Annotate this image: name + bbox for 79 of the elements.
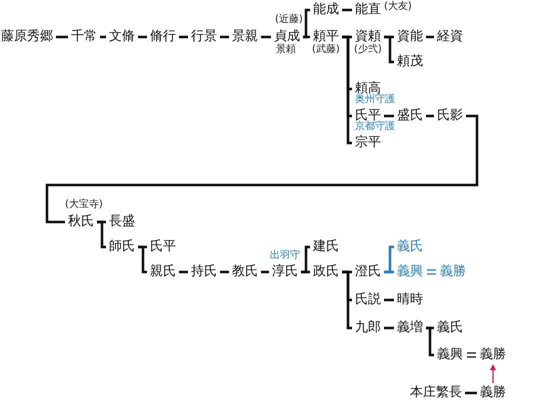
- lineage-line: [138, 36, 147, 38]
- lineage-line: [426, 114, 434, 118]
- annotation-text: (少弐): [354, 44, 382, 56]
- adoption-double-line: [466, 352, 477, 358]
- lineage-line: [261, 36, 271, 38]
- person-name: 淳氏: [272, 264, 298, 280]
- lineage-line: [138, 246, 147, 274]
- annotation-text: (武藤): [312, 44, 340, 56]
- person-name: 氏影: [437, 108, 463, 124]
- person-name: 千常: [71, 29, 97, 45]
- annotation-text: (近藤): [275, 14, 303, 26]
- lineage-line: [100, 36, 106, 38]
- person-name: 義勝: [480, 385, 506, 401]
- lineage-line: [179, 270, 188, 274]
- lineage-line: [56, 36, 68, 38]
- person-name: 脩行: [150, 29, 176, 45]
- lineage-line: [97, 220, 106, 248]
- lineage-line: [220, 270, 229, 274]
- office-title-text: 出羽守: [270, 250, 300, 262]
- person-name: 能直: [355, 2, 381, 18]
- annotation-text: (大友): [384, 1, 412, 13]
- person-name: 盛氏: [397, 108, 423, 124]
- person-name: 建氏: [313, 239, 339, 255]
- lineage-line: [465, 392, 477, 394]
- person-name: 澄氏: [355, 264, 381, 280]
- person-name: 本庄繁長: [410, 385, 462, 401]
- lineage-line: [342, 8, 352, 12]
- person-name: 文脩: [109, 29, 135, 45]
- office-title-text: 京都守護: [355, 121, 395, 133]
- person-name: 義氏: [397, 239, 423, 255]
- person-name: 氏説: [355, 292, 381, 308]
- person-name: 貞成: [274, 29, 300, 45]
- person-name: 晴時: [397, 292, 423, 308]
- lineage-line: [46, 114, 478, 224]
- person-name: 政氏: [313, 264, 339, 280]
- lineage-line: [384, 270, 394, 274]
- person-name: 行景: [191, 29, 217, 45]
- lineage-line: [220, 36, 229, 38]
- person-name: 義勝: [440, 264, 466, 280]
- person-name: 親氏: [150, 264, 176, 280]
- arrow: [490, 364, 496, 383]
- person-name: 頼茂: [397, 54, 423, 70]
- person-name: 持氏: [191, 264, 217, 280]
- person-name: 氏平: [150, 239, 176, 255]
- lineage-line: [384, 114, 394, 118]
- lineage-line: [301, 270, 310, 274]
- person-name: 長盛: [109, 214, 135, 230]
- lineage-line: [261, 270, 269, 274]
- lineage-line: [384, 36, 394, 64]
- person-name: 能成: [313, 2, 339, 18]
- annotation-text: (大宝寺): [65, 199, 103, 211]
- person-name: 宗平: [355, 135, 381, 151]
- person-name: 景親: [232, 29, 258, 45]
- person-name: 義興: [397, 264, 423, 280]
- person-name: 資頼: [355, 29, 381, 45]
- person-name: 経資: [437, 29, 463, 45]
- person-name: 秋氏: [68, 214, 94, 230]
- person-name: 教氏: [232, 264, 258, 280]
- lineage-line: [342, 36, 352, 144]
- lineage-line: [426, 326, 434, 356]
- person-name: 資能: [397, 29, 423, 45]
- person-name: 九郎: [355, 320, 381, 336]
- lineage-line: [303, 36, 310, 38]
- person-name: 師氏: [109, 239, 135, 255]
- lineage-line: [342, 270, 352, 330]
- lineage-line: [384, 298, 394, 302]
- lineage-line: [426, 36, 434, 38]
- adoption-double-line: [426, 269, 437, 275]
- person-name: 藤原秀郷: [1, 29, 53, 45]
- person-name: 義興: [437, 347, 463, 363]
- lineage-line: [384, 326, 394, 330]
- annotation-text: 景頼: [276, 44, 296, 56]
- office-title-text: 奥州守護: [355, 94, 395, 106]
- lineage-line: [179, 36, 188, 38]
- person-name: 義勝: [480, 347, 506, 363]
- person-name: 頼平: [313, 29, 339, 45]
- person-name: 義氏: [437, 320, 463, 336]
- person-name: 義増: [397, 320, 423, 336]
- lineage-line: [303, 8, 310, 38]
